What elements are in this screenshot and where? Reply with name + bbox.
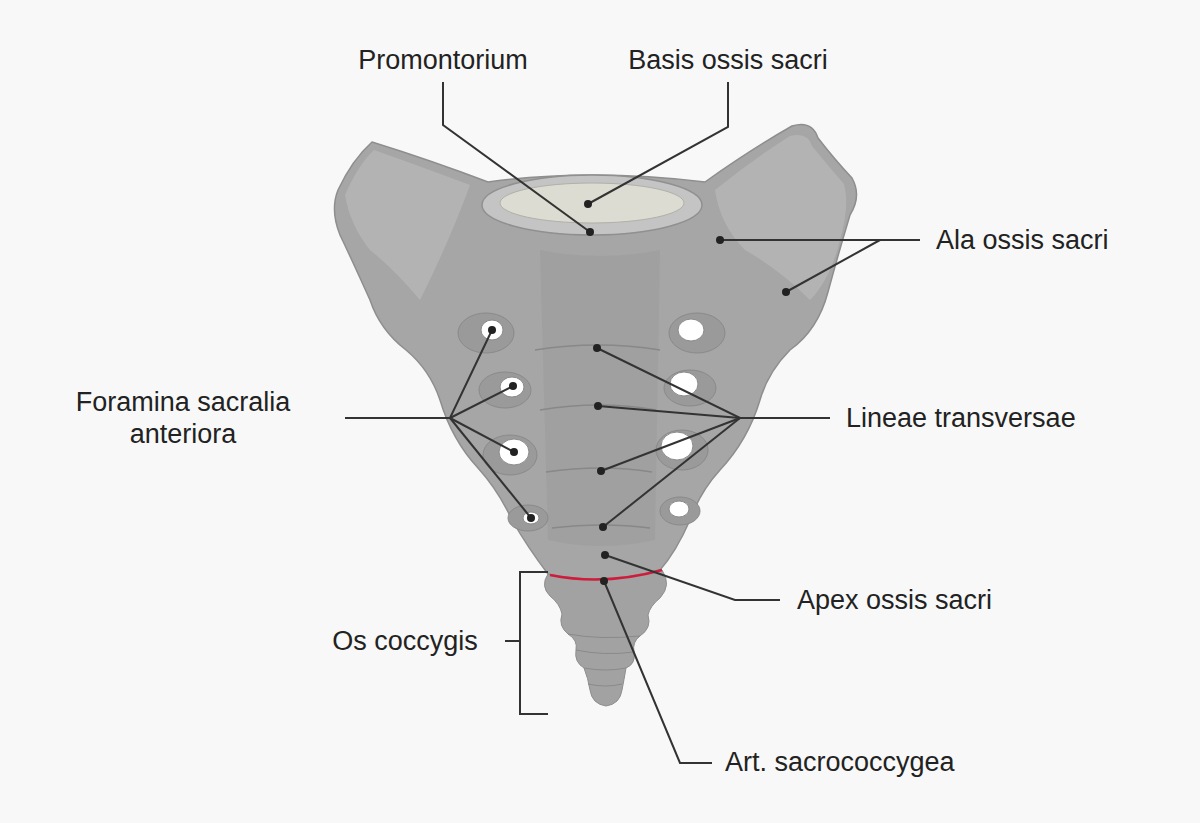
part-label: Os coccygis bbox=[332, 625, 478, 657]
part-label: Apex ossis sacri bbox=[797, 584, 992, 616]
sacral-base bbox=[482, 175, 702, 235]
transverse-ridges bbox=[535, 345, 660, 528]
part-label: Art. sacrococcygea bbox=[725, 746, 955, 778]
leader-dots bbox=[488, 200, 790, 585]
ala-shading bbox=[345, 150, 470, 300]
part-label: Basis ossis sacri bbox=[628, 44, 828, 76]
part-label: Ala ossis sacri bbox=[936, 224, 1109, 256]
body-shading bbox=[540, 250, 660, 546]
leader-lines bbox=[345, 82, 920, 763]
sacral-base-surface bbox=[500, 183, 684, 223]
part-label: Lineae transversae bbox=[846, 402, 1076, 434]
ala-shading bbox=[715, 135, 846, 300]
part-label: Foramina sacralia anteriora bbox=[48, 386, 318, 451]
part-label: Promontorium bbox=[358, 44, 528, 76]
sacrum-outline bbox=[334, 125, 856, 580]
foramina bbox=[458, 313, 725, 531]
